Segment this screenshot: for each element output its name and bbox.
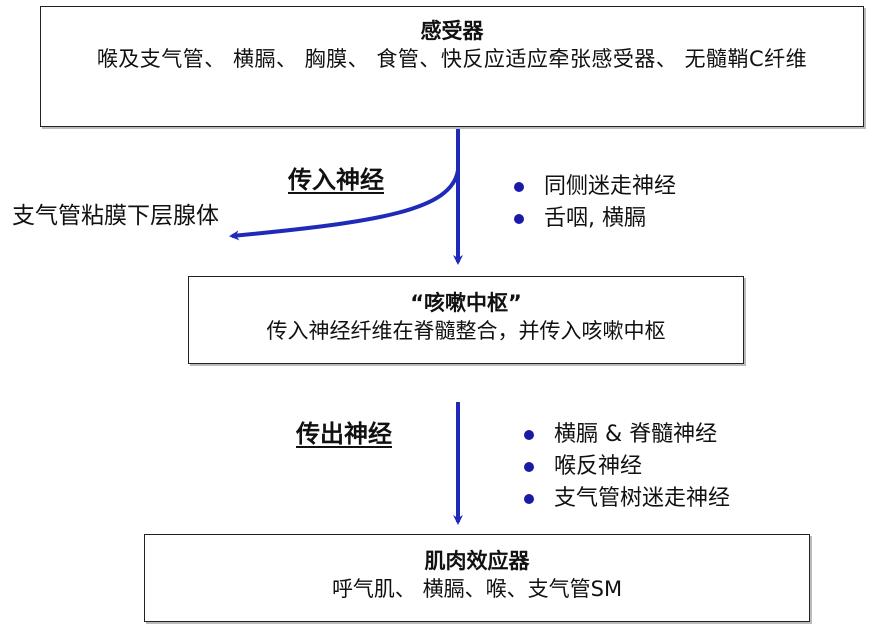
- list-item: 横膈 & 脊髓神经: [524, 419, 730, 451]
- effector-box: 肌肉效应器 呼气肌、 横膈、喉、支气管SM: [144, 534, 810, 622]
- gland-branch-arrow: [229, 169, 460, 241]
- efferent-nerve-label: 传出神经: [296, 420, 392, 448]
- effector-title: 肌肉效应器: [424, 549, 530, 573]
- cough-center-box: “咳嗽中枢” 传入神经纤维在脊髓整合，并传入咳嗽中枢: [188, 276, 744, 364]
- receptor-box: 感受器 喉及支气管、 横膈、 胸膜、 食管、快反应适应牵张感受器、 无髓鞘C纤维: [40, 6, 864, 127]
- list-item: 支气管树迷走神经: [524, 483, 730, 515]
- bullet-icon: [514, 182, 524, 192]
- effector-body: 呼气肌、 横膈、喉、支气管SM: [331, 577, 623, 601]
- gland-target-label: 支气管粘膜下层腺体: [12, 203, 219, 229]
- afferent-nerve-list: 同侧迷走神经 舌咽, 横膈: [514, 171, 676, 235]
- receptor-body: 喉及支气管、 横膈、 胸膜、 食管、快反应适应牵张感受器、 无髓鞘C纤维: [96, 47, 808, 71]
- cough-center-body: 传入神经纤维在脊髓整合，并传入咳嗽中枢: [266, 319, 666, 343]
- list-item: 喉反神经: [524, 451, 730, 483]
- bullet-icon: [524, 430, 534, 440]
- receptor-title: 感受器: [420, 19, 484, 43]
- bullet-icon: [524, 494, 534, 504]
- list-item: 同侧迷走神经: [514, 171, 676, 203]
- bullet-icon: [524, 462, 534, 472]
- list-item: 舌咽, 横膈: [514, 203, 676, 235]
- bullet-icon: [514, 214, 524, 224]
- afferent-nerve-label: 传入神经: [288, 166, 384, 194]
- cough-center-title: “咳嗽中枢”: [410, 291, 522, 315]
- efferent-nerve-list: 横膈 & 脊髓神经 喉反神经 支气管树迷走神经: [524, 419, 730, 515]
